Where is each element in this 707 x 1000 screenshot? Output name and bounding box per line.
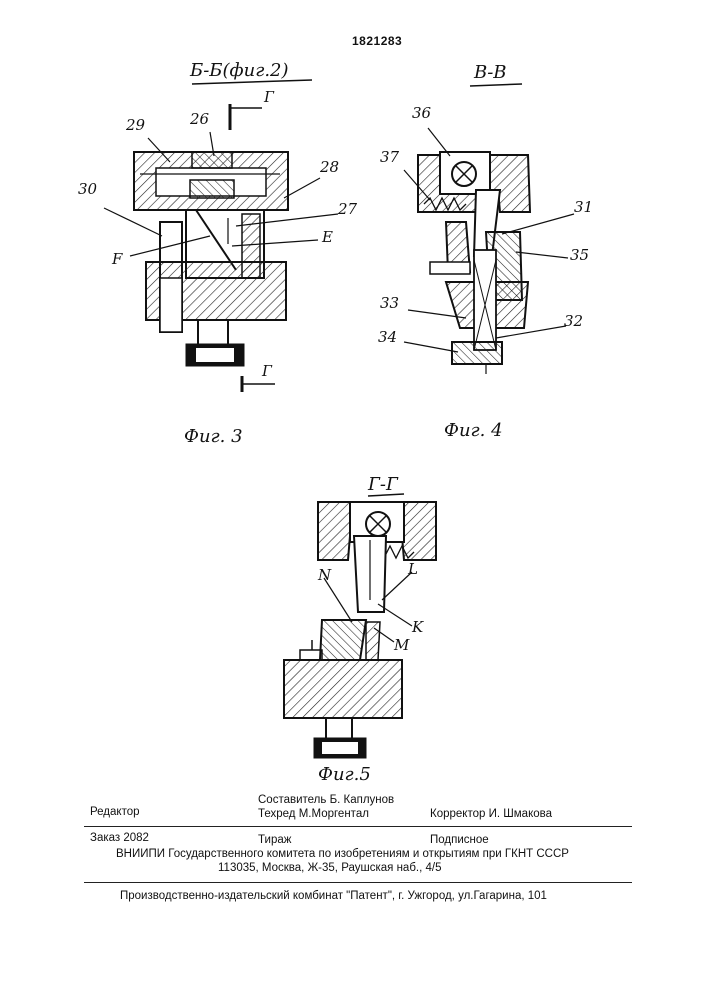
- imprint-corrector: Корректор И. Шмакова: [430, 808, 552, 820]
- imprint-techred: Техред М.Моргентал: [258, 808, 369, 820]
- imprint-compiler: Составитель Б. Каплунов: [258, 794, 394, 806]
- imprint-editor: Редактор: [90, 806, 140, 818]
- imprint-rule-top: [84, 826, 632, 827]
- label-k: K: [412, 618, 423, 636]
- label-m: M: [394, 636, 409, 654]
- imprint-circulation: Тираж: [258, 834, 291, 846]
- section-title-gg: Г-Г: [368, 474, 398, 495]
- label-n: N: [318, 566, 331, 584]
- label-l: L: [408, 560, 418, 578]
- imprint-subscription: Подписное: [430, 834, 489, 846]
- imprint-rule-bottom: [84, 882, 632, 883]
- imprint-order: Заказ 2082: [90, 832, 149, 844]
- imprint-vniipi: ВНИИПИ Государственного комитета по изоб…: [116, 848, 569, 860]
- imprint-address: 113035, Москва, Ж-35, Раушская наб., 4/5: [218, 862, 441, 874]
- imprint-publisher: Производственно-издательский комбинат "П…: [120, 890, 547, 902]
- figure-5-caption: Фиг.5: [318, 764, 371, 785]
